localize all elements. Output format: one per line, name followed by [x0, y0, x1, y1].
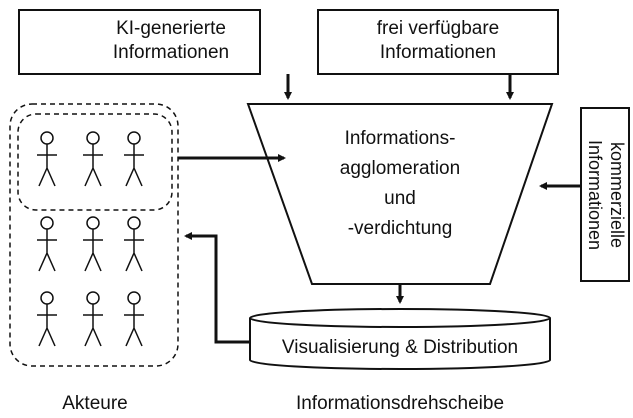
freely-available-label: frei verfügbare Informationen: [319, 17, 557, 65]
actors-figures: [37, 131, 144, 347]
freely-available-line2: Informationen: [379, 42, 497, 63]
distribution-label: Visualisierung & Distribution: [281, 337, 519, 358]
commercial-line1: kommerzielle: [607, 141, 627, 249]
stick-figure-icon: [124, 131, 144, 187]
commercial-line2: Informationen: [585, 139, 605, 251]
ai-generated-label: KI-generierte Informationen: [86, 17, 256, 65]
funnel-line2: agglomeration: [339, 158, 461, 179]
funnel-line3: und: [384, 188, 416, 209]
arrow-distribution-to-actors: [184, 232, 250, 344]
stick-figure-icon: [83, 131, 103, 187]
freely-available-line1: frei verfügbare: [376, 18, 500, 39]
actors-caption: Akteure: [62, 393, 128, 414]
funnel-line1: Informations-: [344, 128, 456, 149]
distribution-cylinder: [249, 308, 551, 370]
stick-figure-icon: [83, 216, 103, 272]
stick-figure-icon: [124, 291, 144, 347]
stick-figure-icon: [37, 131, 57, 187]
commercial-label: kommerzielle Informationen: [582, 109, 628, 281]
actors-subgroup: [17, 113, 173, 211]
ai-generated-line2: Informationen: [112, 42, 230, 63]
aggregation-funnel: [246, 103, 554, 285]
ai-generated-line1: KI-generierte: [116, 18, 226, 39]
funnel-line4: -verdichtung: [347, 218, 453, 239]
freely-available-info-box: frei verfügbare Informationen: [317, 9, 559, 75]
stick-figure-icon: [37, 216, 57, 272]
stick-figure-icon: [124, 216, 144, 272]
hub-caption: Informationsdrehscheibe: [295, 393, 505, 414]
stick-figure-icon: [83, 291, 103, 347]
ai-generated-info-box: KI-generierte Informationen: [18, 9, 261, 75]
commercial-info-box: kommerzielle Informationen: [580, 107, 630, 282]
actors-group: [9, 103, 179, 367]
stick-figure-icon: [37, 291, 57, 347]
funnel-label: Informations- agglomeration und -verdich…: [300, 124, 500, 244]
